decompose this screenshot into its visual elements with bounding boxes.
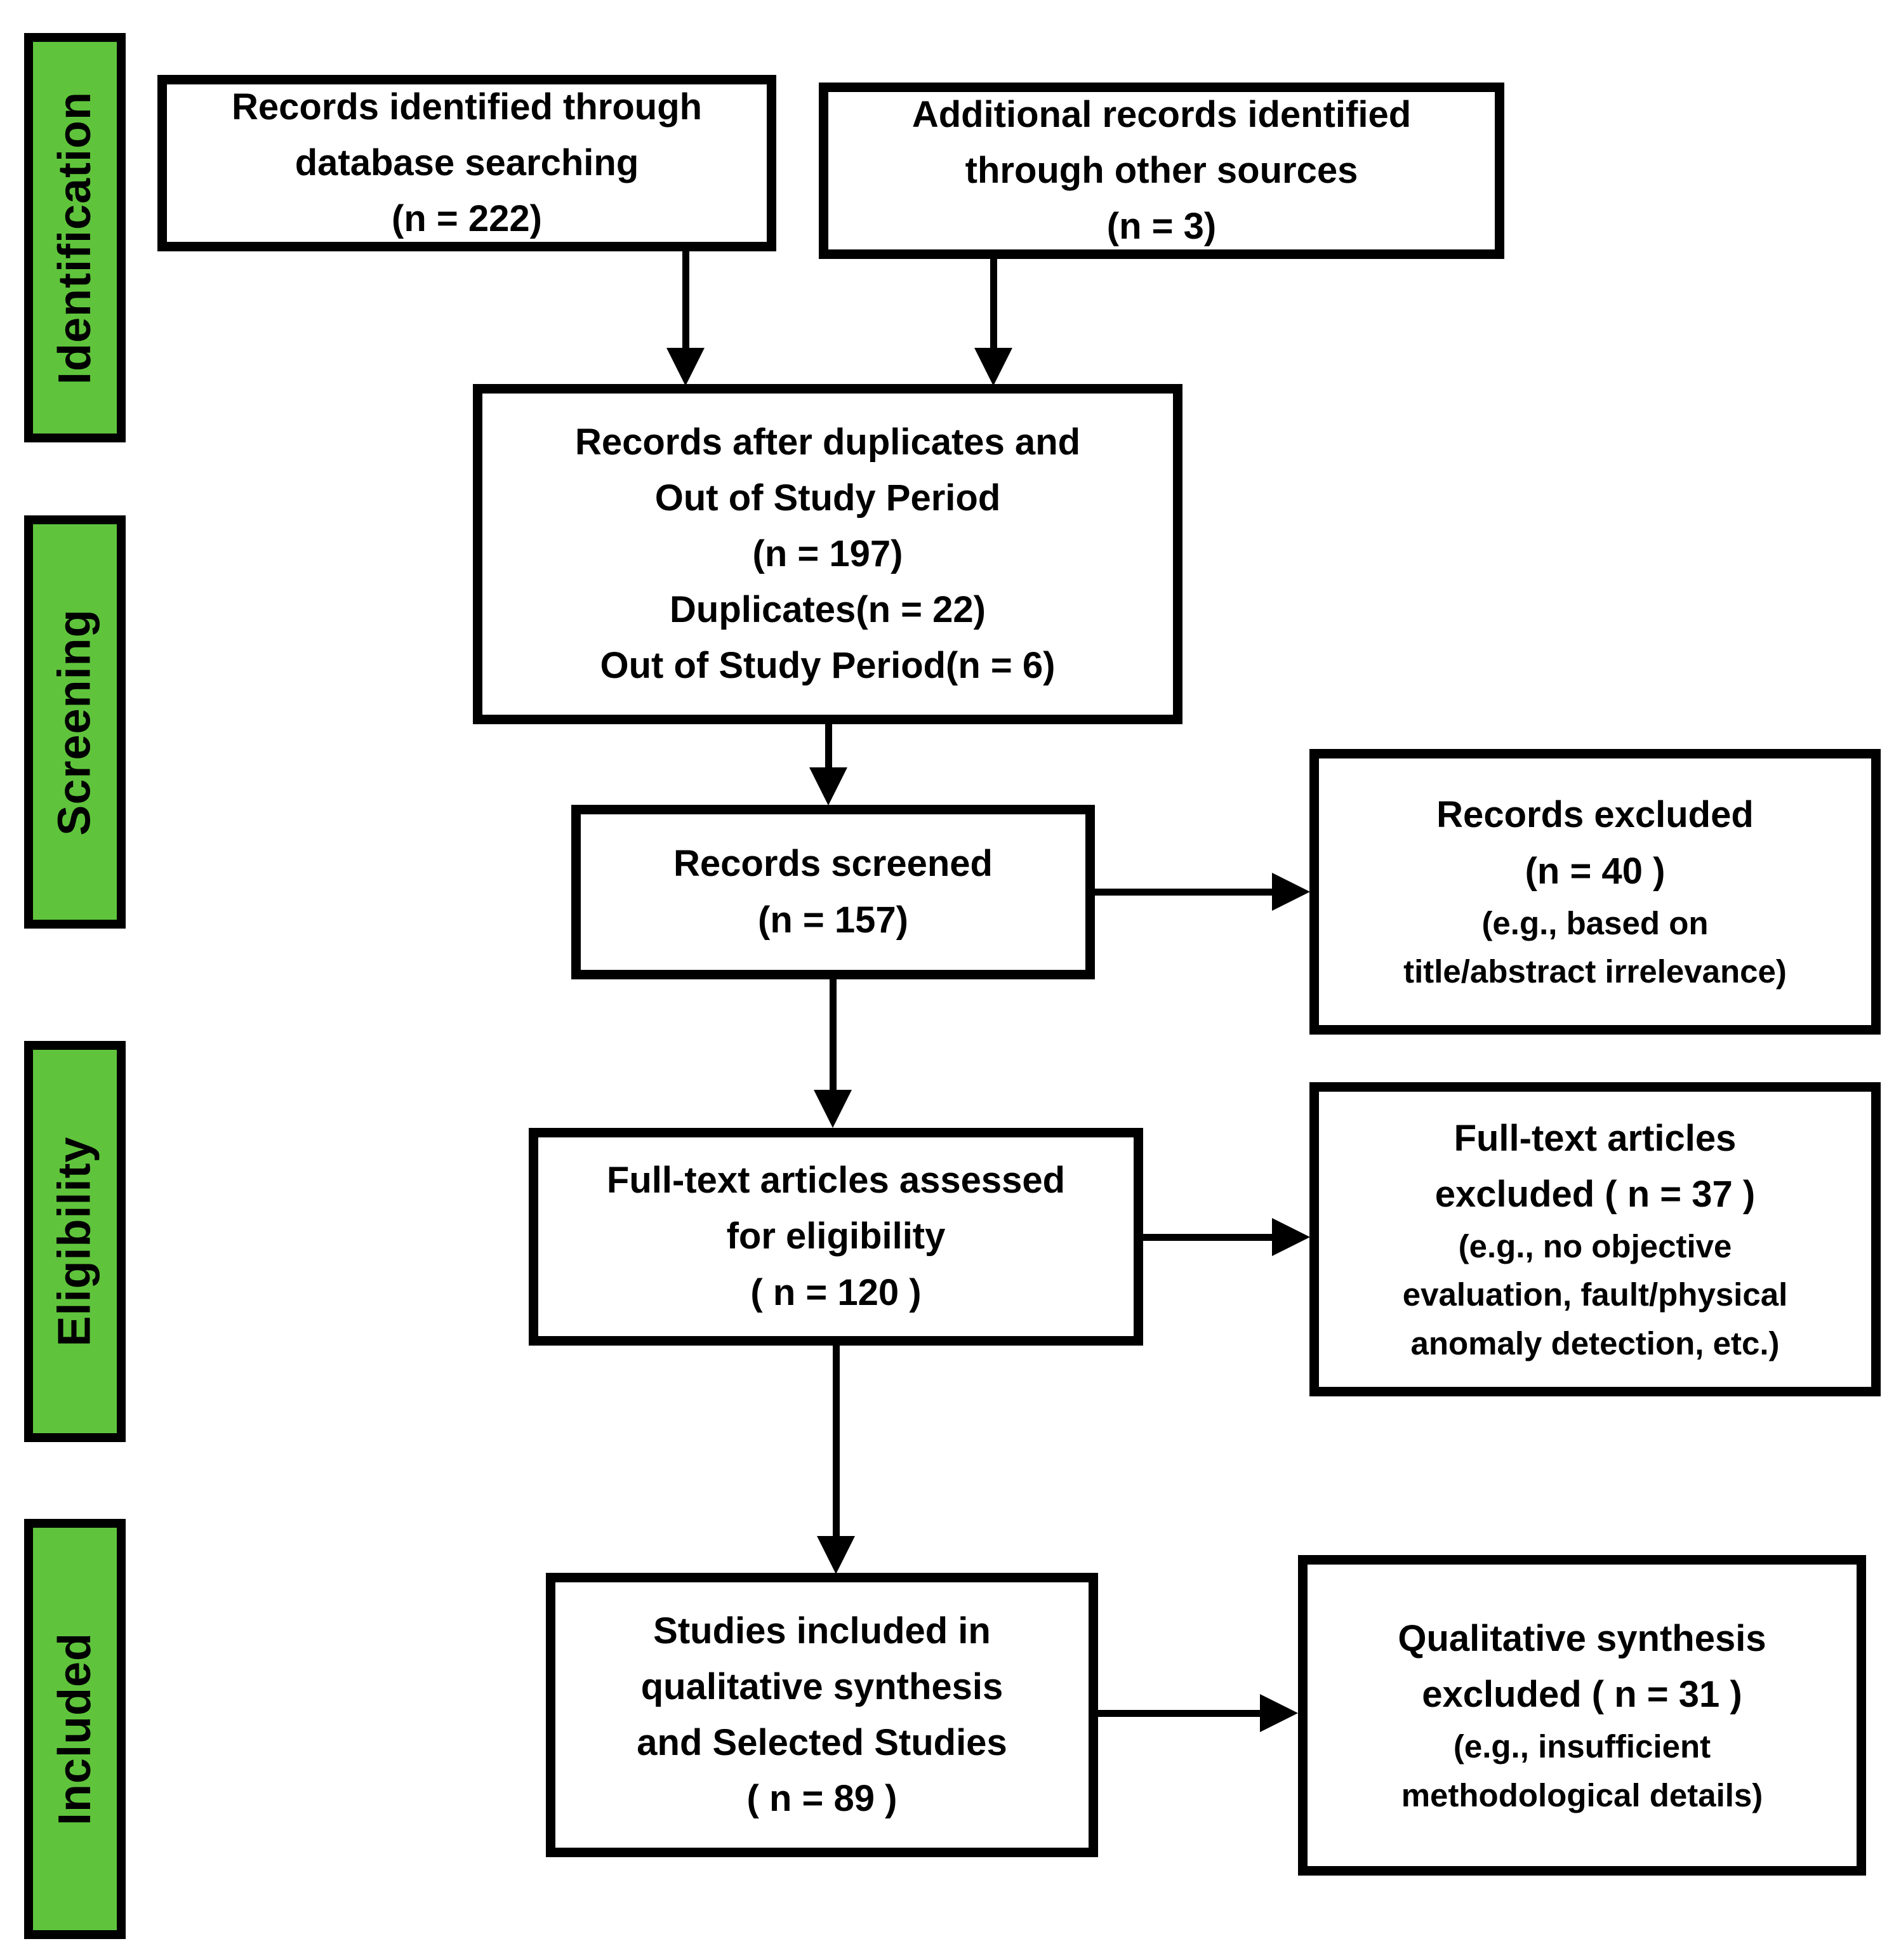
arrow-screened-to-fulltext-line — [830, 979, 837, 1091]
box-records-screened-text: Records screened (n = 157) — [673, 843, 993, 941]
stage-eligibility-label: Eligibility — [50, 1136, 100, 1347]
arrow-dedup-to-screened-line — [825, 724, 832, 769]
stage-eligibility: Eligibility — [24, 1041, 126, 1442]
arrow-fulltext-to-ftexcluded-line — [1143, 1234, 1273, 1241]
arrow-fulltext-to-included-head — [817, 1536, 855, 1574]
box-records-screened: Records screened (n = 157) — [571, 805, 1095, 979]
stage-included: Included — [24, 1519, 126, 1939]
stage-identification-label: Identification — [50, 91, 100, 385]
stage-screening-label: Screening — [50, 608, 100, 836]
box-records-after-duplicates: Records after duplicates and Out of Stud… — [473, 384, 1182, 724]
box-fulltext-excluded-note: (e.g., no objective evaluation, fault/ph… — [1402, 1228, 1788, 1361]
arrow-fulltext-to-ftexcluded-head — [1272, 1218, 1310, 1256]
stage-screening: Screening — [24, 515, 126, 929]
box-records-identified: Records identified through database sear… — [157, 75, 776, 251]
box-studies-included-text: Studies included in qualitative synthesi… — [637, 1610, 1007, 1820]
box-qualitative-excluded-title: Qualitative synthesis excluded ( n = 31 … — [1398, 1617, 1766, 1715]
arrow-screened-to-excluded-line — [1094, 889, 1273, 896]
arrow-additional-to-dedup-head — [974, 348, 1012, 386]
stage-identification: Identification — [24, 33, 126, 442]
box-records-excluded: Records excluded (n = 40 ) (e.g., based … — [1309, 749, 1881, 1035]
box-fulltext-assessed-text: Full-text articles assessed for eligibil… — [606, 1160, 1066, 1313]
arrow-screened-to-excluded-head — [1272, 873, 1310, 911]
arrow-fulltext-to-included-line — [833, 1346, 840, 1537]
arrow-db-to-dedup-head — [666, 348, 705, 386]
box-records-excluded-note: (e.g., based on title/abstract irrelevan… — [1403, 904, 1787, 990]
box-studies-included: Studies included in qualitative synthesi… — [546, 1573, 1098, 1857]
arrow-dedup-to-screened-head — [809, 767, 847, 805]
arrow-db-to-dedup-line — [682, 251, 689, 349]
stage-included-label: Included — [50, 1632, 101, 1826]
box-fulltext-excluded: Full-text articles excluded ( n = 37 ) (… — [1309, 1082, 1881, 1396]
box-records-excluded-title: Records excluded (n = 40 ) — [1436, 794, 1754, 892]
box-records-after-duplicates-text: Records after duplicates and Out of Stud… — [574, 421, 1081, 687]
box-qualitative-excluded: Qualitative synthesis excluded ( n = 31 … — [1298, 1555, 1866, 1876]
box-qualitative-excluded-note: (e.g., insufficient methodological detai… — [1401, 1728, 1763, 1813]
arrow-screened-to-fulltext-head — [814, 1090, 852, 1128]
arrow-additional-to-dedup-line — [990, 259, 997, 349]
box-additional-records: Additional records identified through ot… — [819, 83, 1504, 259]
arrow-included-to-qualexcluded-line — [1098, 1710, 1261, 1717]
box-records-identified-text: Records identified through database sear… — [231, 86, 703, 240]
box-additional-records-text: Additional records identified through ot… — [911, 93, 1412, 248]
arrow-included-to-qualexcluded-head — [1260, 1694, 1298, 1732]
box-fulltext-assessed: Full-text articles assessed for eligibil… — [529, 1128, 1143, 1346]
box-fulltext-excluded-title: Full-text articles excluded ( n = 37 ) — [1434, 1117, 1756, 1215]
